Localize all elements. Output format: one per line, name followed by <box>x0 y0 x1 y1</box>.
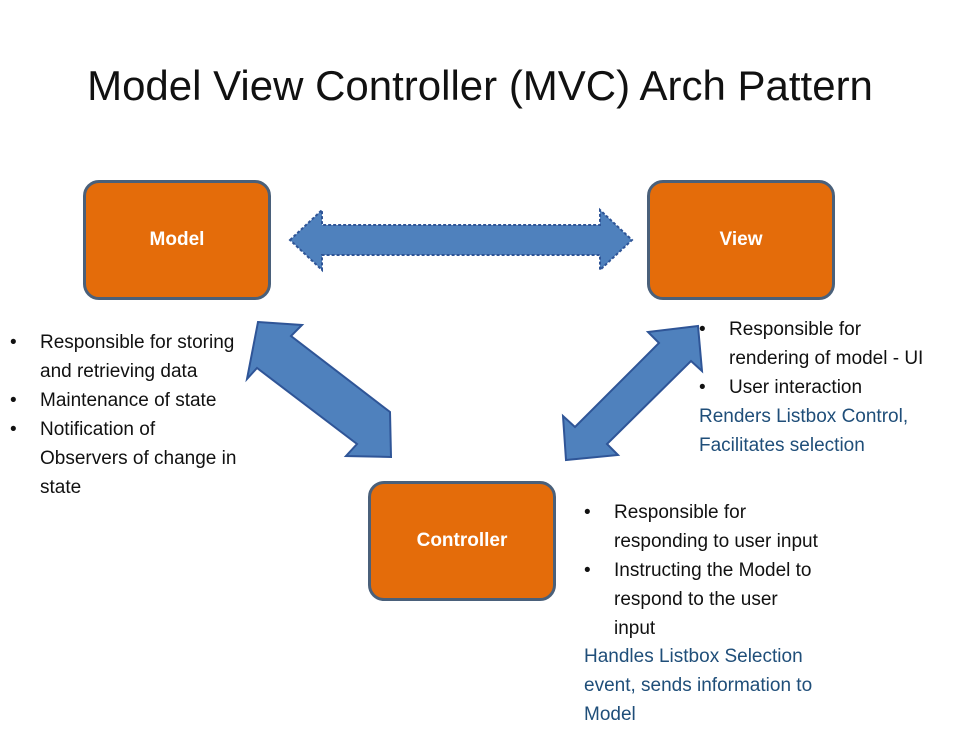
model-responsibilities: • Responsible for storing and retrieving d… <box>10 328 236 502</box>
view-box: View <box>647 180 835 300</box>
note-line: event, sends information to <box>584 675 813 696</box>
bullet-line: Responsible for <box>729 319 862 340</box>
bullet-line: rendering of model - UI <box>729 348 924 369</box>
controller-bullet-item: • Responsible for responding to user input <box>584 498 818 556</box>
view-controller-double-arrow <box>561 324 704 462</box>
page-title: Model View Controller (MVC) Arch Pattern <box>87 62 873 109</box>
bullet-line: respond to the user <box>614 589 778 610</box>
bullet-line: Instructing the Model to <box>614 560 812 581</box>
bullet-line: input <box>614 618 656 639</box>
bullet-icon: • <box>699 319 706 340</box>
bullet-line: responding to user input <box>614 531 818 552</box>
note-line: Renders Listbox Control, <box>699 406 909 427</box>
view-bullet-item: • User interaction <box>699 373 923 402</box>
bullet-line: and retrieving data <box>40 361 198 382</box>
controller-note: Handles Listbox Selection event, sends in… <box>584 642 812 729</box>
bullet-icon: • <box>10 390 17 411</box>
bullet-icon: • <box>699 377 706 398</box>
bullet-line: Observers of change in <box>40 448 237 469</box>
bullet-line: Maintenance of state <box>40 390 217 411</box>
controller-responsibilities: • Responsible for responding to user input… <box>584 498 818 643</box>
view-bullet-item: • Responsible for rendering of model - UI <box>699 315 923 373</box>
bullet-line: Notification of <box>40 419 156 440</box>
bullet-line: User interaction <box>729 377 863 398</box>
model-controller-double-arrow <box>245 320 393 459</box>
controller-label: Controller <box>416 530 508 551</box>
model-bullet-item: • Maintenance of state <box>10 386 236 415</box>
view-note: Renders Listbox Control, Facilitates sele… <box>699 402 908 460</box>
note-line: Model <box>584 704 636 725</box>
bullet-icon: • <box>10 332 17 353</box>
bullet-line: Responsible for storing <box>40 332 235 353</box>
model-box: Model <box>83 180 271 300</box>
note-line: Facilitates selection <box>699 435 865 456</box>
bullet-icon: • <box>10 419 17 440</box>
view-label: View <box>719 229 763 250</box>
bullet-icon: • <box>584 502 591 523</box>
model-view-double-arrow <box>288 207 634 273</box>
bullet-line: state <box>40 477 82 498</box>
bullet-icon: • <box>584 560 591 581</box>
model-bullet-item: • Responsible for storing and retrieving d… <box>10 328 236 386</box>
controller-bullet-item: • Instructing the Model to respond to the … <box>584 556 818 643</box>
model-label: Model <box>149 229 205 250</box>
controller-box: Controller <box>368 481 556 601</box>
note-line: Handles Listbox Selection <box>584 646 803 667</box>
bullet-line: Responsible for <box>614 502 747 523</box>
model-bullet-item: • Notification of Observers of change in st… <box>10 415 236 502</box>
